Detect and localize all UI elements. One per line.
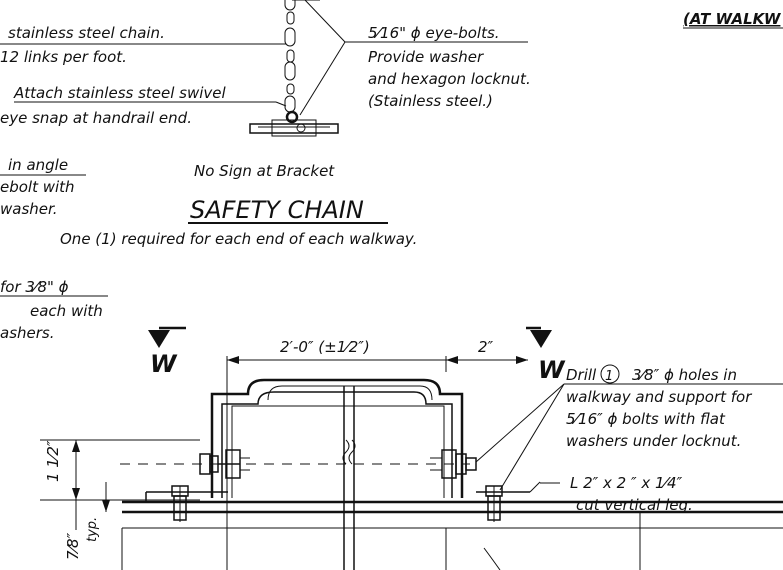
dimension-typ-label: typ. [85, 517, 100, 542]
bracket-section [120, 378, 783, 570]
chain-assembly [249, 0, 339, 137]
angle-note-line1: in angle [8, 156, 68, 174]
svg-text:W: W [150, 350, 178, 378]
drill-callout-number: 1 [605, 369, 613, 384]
section-marker-left: W [148, 326, 186, 378]
drill-note-line4: washers under locknut. [566, 432, 741, 450]
dimension-vertical: 1 1⁄2″ [44, 440, 62, 482]
top-right-heading: (AT WALKW [683, 10, 782, 28]
drill-note-line3: 5⁄16″ ϕ bolts with flat [566, 410, 726, 428]
left-note-line2: each with [30, 302, 103, 320]
no-sign-note: No Sign at Bracket [194, 162, 335, 180]
safety-chain-title: SAFETY CHAIN [190, 196, 364, 224]
left-note-line1: for 3⁄8" ϕ [0, 278, 69, 296]
angle-note-line3: washer. [0, 200, 58, 218]
swivel-note-line2: eye snap at handrail end. [0, 109, 192, 127]
safety-chain-subtitle: One (1) required for each end of each wa… [60, 230, 417, 248]
angle-label-line2: cut vertical leg. [576, 496, 693, 514]
swivel-note-line1: Attach stainless steel swivel [13, 84, 227, 102]
chain-note-line1: stainless steel chain. [8, 24, 165, 42]
dimension-typ-value: 7⁄8″ [64, 532, 82, 560]
angle-label-line1: L 2″ x 2 ″ x 1⁄4″ [570, 474, 683, 492]
eyebolt-note-line1: 5⁄16" ϕ eye-bolts. [368, 24, 500, 42]
dimension-main: 2′-0″ (±1⁄2″) [280, 338, 370, 356]
eyebolt-note-line3: and hexagon locknut. [368, 70, 531, 88]
angle-note-line2: ebolt with [0, 178, 75, 196]
drill-callout-circle [600, 364, 620, 384]
left-note-line3: ashers. [0, 324, 55, 342]
svg-text:W: W [538, 356, 566, 384]
drill-note-line1: 3⁄8″ ϕ holes in [632, 366, 737, 384]
drill-note-line2: walkway and support for [566, 388, 752, 406]
section-marker-right: W [526, 326, 566, 384]
drill-note-prefix: Drill [566, 366, 597, 384]
chain-note-line2: 12 links per foot. [0, 48, 127, 66]
eyebolt-note-line4: (Stainless steel.) [368, 92, 493, 110]
dimension-small: 2″ [478, 338, 494, 356]
eyebolt-note-line2: Provide washer [368, 48, 484, 66]
